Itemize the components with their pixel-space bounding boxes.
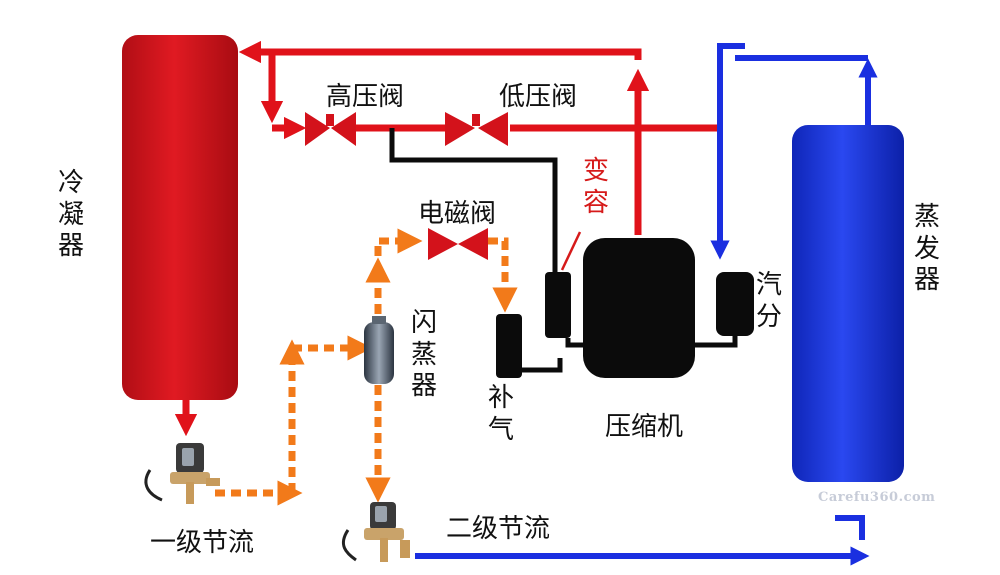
supplement-gas-label: 补气: [487, 383, 514, 445]
condenser-label: 冷凝器: [57, 168, 84, 262]
flash-evaporator: [364, 316, 394, 384]
high-pressure-valve: [305, 112, 356, 146]
high-pressure-line: [238, 40, 720, 235]
primary-throttle-label: 一级节流: [150, 528, 255, 558]
high-pressure-valve-label: 高压阀: [326, 82, 405, 112]
gas-separator: [716, 272, 754, 336]
solenoid-valve-label: 电磁阀: [418, 199, 497, 229]
secondary-throttle-label: 二级节流: [446, 514, 551, 544]
evaporator-vessel: [792, 125, 904, 482]
secondary-throttle-valve: [342, 502, 410, 562]
low-pressure-valve: [445, 112, 508, 146]
variable-capacity-label: 变容: [582, 156, 609, 218]
low-pressure-valve-label: 低压阀: [499, 82, 578, 112]
variable-capacity-cylinder: [545, 272, 571, 338]
variable-capacity-pointer: [560, 231, 582, 271]
supplement-gas-cylinder: [496, 314, 522, 378]
compressor-body: [583, 238, 695, 378]
primary-throttle-valve: [144, 443, 220, 504]
watermark: Carefu360.com: [818, 490, 936, 505]
evaporator-label: 蒸发器: [913, 202, 940, 296]
gas-separator-label: 汽分: [755, 270, 782, 332]
flash-evaporator-label: 闪蒸器: [410, 308, 437, 402]
condenser-vessel: [122, 35, 238, 400]
compressor-label: 压缩机: [605, 412, 684, 442]
injection-path: [215, 228, 518, 506]
low-pressure-line: [415, 43, 878, 566]
solenoid-valve: [428, 228, 488, 260]
